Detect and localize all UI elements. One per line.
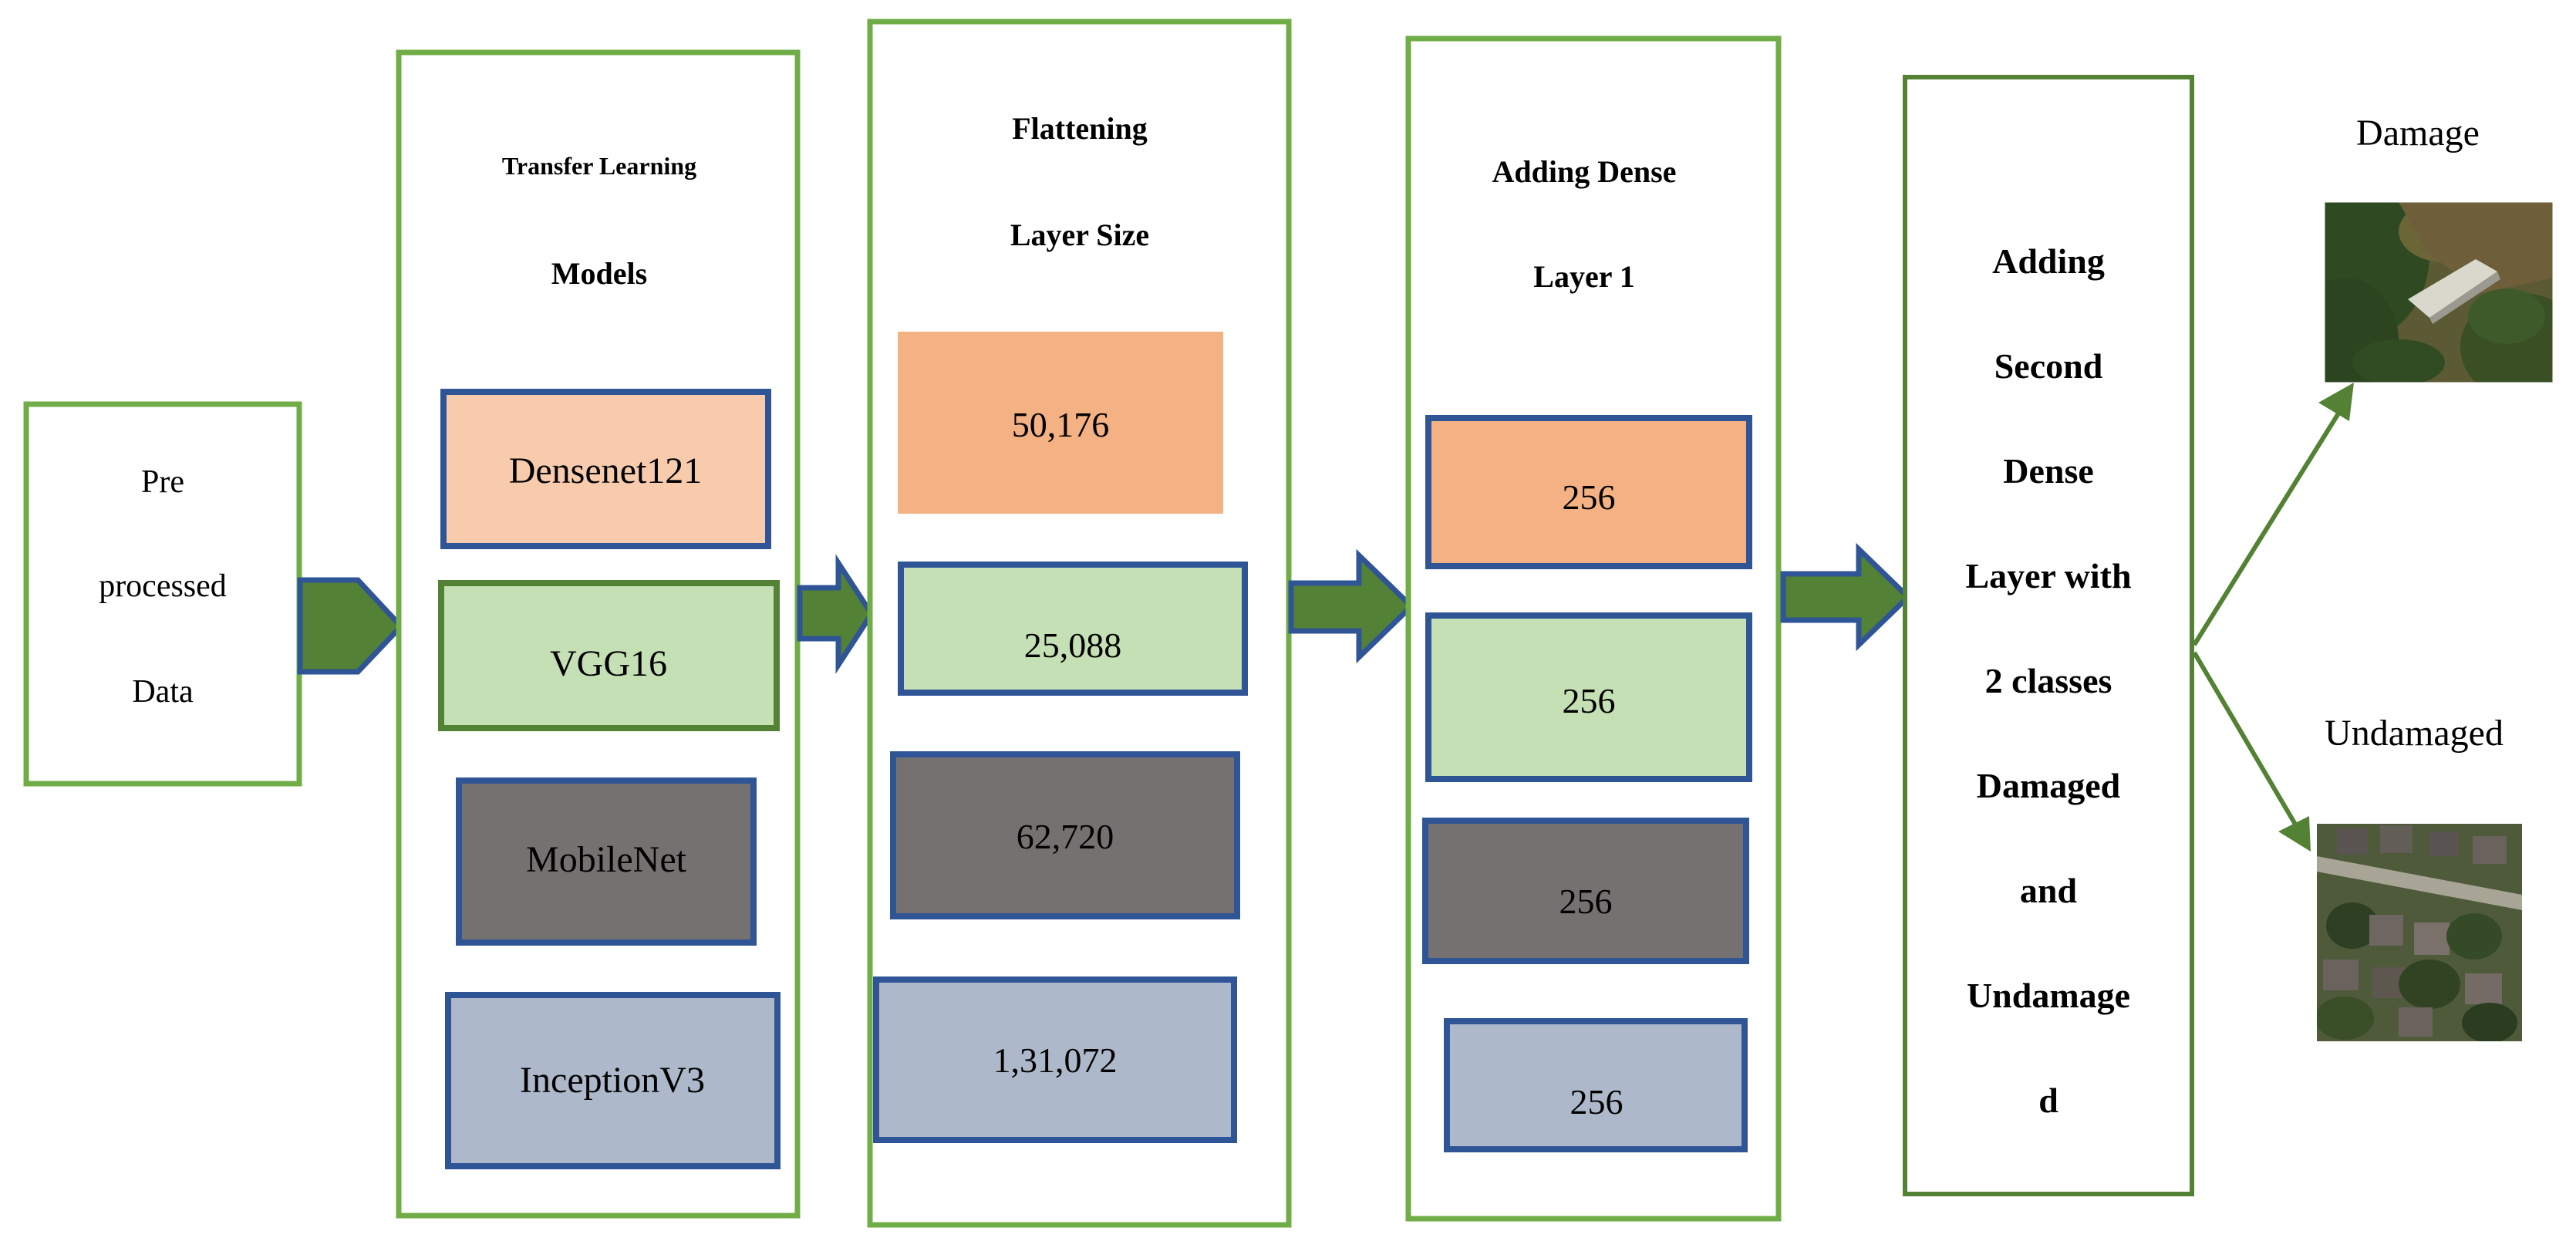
model-label-densenet121: Densenet121 (509, 450, 703, 491)
input-panel: Pre processed Data (23, 401, 302, 787)
flatten-label-25088: 25,088 (1024, 626, 1122, 665)
undamaged-label: Undamaged (2325, 713, 2504, 754)
dense-label-orange: 256 (1563, 477, 1616, 517)
dense-box-gray (1422, 818, 1749, 964)
dense-layer-2-line-2: Second (1994, 346, 2103, 386)
model-box-densenet121 (440, 389, 771, 549)
input-line-2: processed (99, 568, 227, 604)
dense-layer-2-line-7: and (2020, 871, 2078, 910)
model-box-inceptionv3 (445, 992, 781, 1169)
models-title-line-1: Transfer Learning (502, 152, 696, 180)
dense-label-blue: 256 (1570, 1082, 1623, 1122)
undamaged-satellite-image (2317, 824, 2522, 1041)
dense-box-blue (1444, 1018, 1748, 1152)
flatten-box-131072 (873, 976, 1237, 1143)
dense-layer-2-line-6: Damaged (1977, 766, 2121, 805)
flatten-label-131072: 1,31,072 (993, 1041, 1118, 1080)
models-panel: Transfer Learning Models Densenet121 VGG… (396, 49, 801, 1219)
flow-arrow-1 (297, 577, 405, 675)
flatten-box-62720 (890, 751, 1240, 919)
flow-arrow-4 (1780, 542, 1913, 652)
dense-layer-1-title-line-1: Adding Dense (1492, 154, 1677, 189)
flattening-title-line-1: Flattening (1012, 111, 1148, 146)
dense-layer-2-line-4: Layer with (1965, 556, 2131, 595)
dense-layer-1-title-line-2: Layer 1 (1533, 259, 1634, 294)
flatten-box-25088 (898, 562, 1248, 696)
flow-arrow-3 (1288, 548, 1416, 664)
dense-layer-2-line-9: d (2038, 1081, 2058, 1120)
model-box-vgg16 (438, 580, 780, 731)
dense-layer-2-line-1: Adding (1992, 241, 2105, 281)
damage-satellite-image (2324, 201, 2554, 383)
dense-box-green (1425, 612, 1752, 782)
dense-layer-2-line-5: 2 classes (1985, 661, 2112, 700)
input-panel-border (23, 401, 302, 787)
input-line-3: Data (132, 674, 194, 710)
dense-box-orange (1425, 415, 1752, 569)
damage-label: Damage (2356, 113, 2480, 153)
dense-layer-2-panel-border (1903, 75, 2194, 1196)
flatten-box-50176 (898, 332, 1223, 514)
flow-arrow-2 (797, 554, 875, 674)
dense-layer-2-line-8: Undamage (1967, 976, 2130, 1015)
input-line-1: Pre (141, 464, 184, 500)
dense-layer-2-line-3: Dense (2003, 451, 2094, 491)
flattening-panel: Flattening Layer Size 50,176 25,088 62,7… (867, 19, 1292, 1228)
output-arrow-damage (2192, 383, 2354, 646)
model-label-mobilenet: MobileNet (526, 839, 687, 880)
flatten-label-62720: 62,720 (1017, 817, 1114, 856)
dense-layer-2-panel: Adding Second Dense Layer with 2 classes… (1903, 75, 2194, 1196)
dense-layer-1-panel: Adding Dense Layer 1 256 256 256 256 (1405, 35, 1782, 1222)
model-label-inceptionv3: InceptionV3 (520, 1060, 705, 1101)
model-box-mobilenet (456, 777, 757, 946)
flattening-title-line-2: Layer Size (1010, 218, 1149, 252)
models-title-line-2: Models (551, 256, 647, 291)
dense-label-gray: 256 (1559, 882, 1613, 921)
output-arrow-undamaged (2192, 651, 2311, 852)
flatten-label-50176: 50,176 (1012, 405, 1110, 444)
model-label-vgg16: VGG16 (550, 643, 667, 684)
dense-label-green: 256 (1563, 681, 1616, 720)
